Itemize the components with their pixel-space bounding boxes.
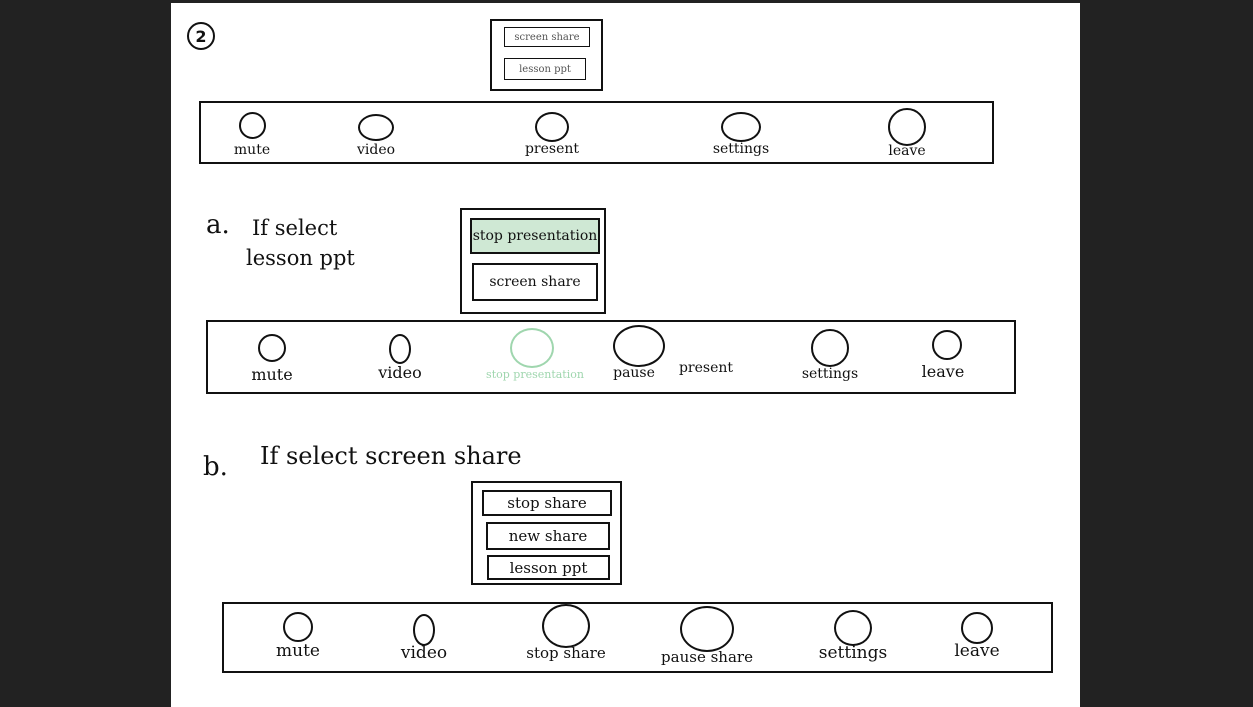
menu-item-stop-presentation[interactable]: stop presentation <box>470 218 600 254</box>
menu-item-new-share[interactable]: new share <box>486 522 610 550</box>
stop-share-label: stop share <box>526 644 606 662</box>
settings-label: settings <box>801 366 859 382</box>
leave-icon <box>961 612 993 644</box>
pause-label: pause <box>613 365 655 381</box>
pause-share-icon <box>680 606 734 652</box>
settings-icon <box>834 610 872 646</box>
mute-icon <box>258 334 286 362</box>
menu-item-screen-share[interactable]: screen share <box>504 27 590 47</box>
mute-label: mute <box>251 365 293 384</box>
video-label: video <box>378 363 422 382</box>
present-label: present <box>678 360 734 376</box>
pause-share-label: pause share <box>661 648 753 666</box>
section-a-caption-line1: If select <box>252 216 338 240</box>
call-toolbar-a <box>206 320 1016 394</box>
mute-label: mute <box>276 641 320 661</box>
video-icon <box>389 334 411 364</box>
menu-item-screen-share[interactable]: screen share <box>472 263 598 301</box>
stop-share-icon <box>542 604 590 648</box>
step-number-badge: 2 <box>187 22 215 50</box>
video-label: video <box>356 142 396 158</box>
mute-icon <box>239 112 266 139</box>
leave-label: leave <box>888 143 926 159</box>
share-menu-b: stop share new share lesson ppt <box>471 481 622 585</box>
present-icon <box>535 112 569 142</box>
section-a-caption-line2: lesson ppt <box>246 246 355 270</box>
video-icon <box>358 114 394 141</box>
present-menu-a: stop presentation screen share <box>460 208 606 314</box>
menu-item-lesson-ppt[interactable]: lesson ppt <box>504 58 586 80</box>
section-b-marker: b. <box>203 452 228 482</box>
leave-icon <box>888 108 926 146</box>
pause-icon <box>613 325 665 367</box>
section-b-caption: If select screen share <box>260 442 522 470</box>
video-label: video <box>400 643 448 663</box>
settings-icon <box>811 329 849 367</box>
leave-icon <box>932 330 962 360</box>
menu-item-lesson-ppt[interactable]: lesson ppt <box>487 555 610 580</box>
leave-label: leave <box>921 362 965 381</box>
stop-presentation-label: stop presentation <box>486 368 584 381</box>
call-toolbar-1 <box>199 101 994 164</box>
call-toolbar-b <box>222 602 1053 673</box>
stop-presentation-icon <box>510 328 554 368</box>
video-icon <box>413 614 435 646</box>
present-menu-1: screen share lesson ppt <box>490 19 603 91</box>
mute-icon <box>283 612 313 642</box>
present-label: present <box>524 141 580 157</box>
settings-label: settings <box>818 643 888 663</box>
section-a-marker: a. <box>206 210 230 240</box>
settings-icon <box>721 112 761 142</box>
settings-label: settings <box>712 141 770 157</box>
menu-item-stop-share[interactable]: stop share <box>482 490 612 516</box>
mute-label: mute <box>233 142 271 158</box>
leave-label: leave <box>954 641 1000 661</box>
